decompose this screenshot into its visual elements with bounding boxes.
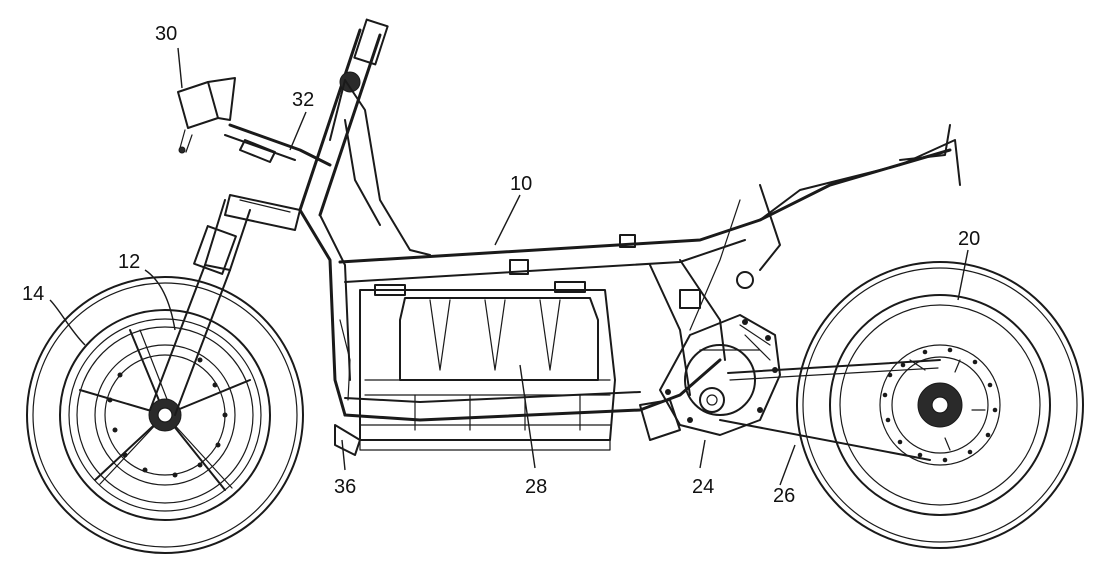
label-battery: 28 bbox=[525, 476, 547, 498]
leader-32 bbox=[289, 111, 307, 151]
leader-26 bbox=[779, 444, 796, 486]
leader-36 bbox=[341, 439, 346, 471]
leader-28 bbox=[519, 364, 536, 469]
rear-wheel bbox=[796, 261, 1084, 549]
leader-14 bbox=[49, 299, 86, 346]
label-rear-wheel: 20 bbox=[958, 228, 980, 250]
front-fork bbox=[149, 18, 389, 416]
leader-20 bbox=[957, 249, 969, 301]
front-wheel bbox=[26, 276, 304, 554]
leader-30 bbox=[177, 47, 183, 89]
leader-12 bbox=[144, 269, 176, 331]
label-display-unit: 30 bbox=[155, 23, 177, 45]
lower-bracket bbox=[334, 319, 361, 456]
label-frame: 10 bbox=[510, 173, 532, 195]
label-lower-bracket: 36 bbox=[334, 476, 356, 498]
main-frame bbox=[298, 79, 961, 422]
label-motor: 24 bbox=[692, 476, 714, 498]
label-front-wheel: 14 bbox=[22, 283, 44, 305]
motor-unit bbox=[639, 314, 781, 441]
display-unit bbox=[177, 77, 236, 154]
reference-numerals: 30 32 10 12 14 20 36 28 24 26 bbox=[22, 23, 980, 507]
label-drive-belt: 26 bbox=[773, 485, 795, 507]
leader-10 bbox=[494, 194, 521, 246]
handlebar bbox=[224, 123, 332, 167]
leader-lines bbox=[49, 47, 969, 486]
leader-24 bbox=[699, 439, 706, 469]
battery-pack bbox=[359, 281, 616, 451]
label-front-fork: 12 bbox=[118, 251, 140, 273]
label-handlebar: 32 bbox=[292, 89, 314, 111]
